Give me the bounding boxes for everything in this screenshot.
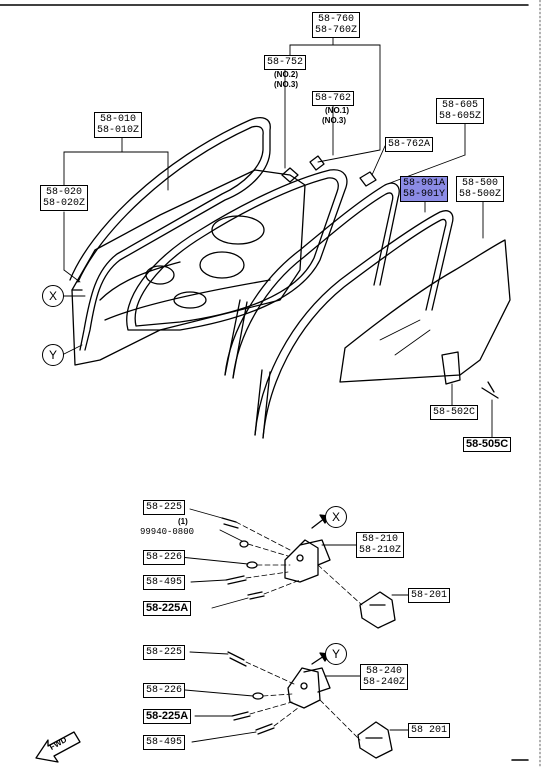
glass-run-channel-leg [224, 299, 248, 379]
label-58-201-upper: 58-201 [408, 588, 451, 603]
upper-bolt-58-225 [221, 517, 239, 529]
label-58-225A-upper: 58-225A [143, 601, 192, 616]
label-58-762A: 58-762A [385, 137, 434, 152]
dash-lower-1 [245, 661, 295, 685]
label-58-226-upper: 58-226 [143, 550, 186, 565]
dash-upper-6 [263, 579, 301, 595]
callout-x-hinge: X [325, 506, 347, 528]
lower-bolt-58-495 [255, 723, 275, 735]
leader-58-226-l [184, 689, 254, 697]
door-frame-seal [126, 169, 348, 331]
leader-58-225-u [189, 508, 223, 519]
dash-upper-2 [247, 543, 289, 557]
glass-bracket [441, 351, 461, 385]
clip-58-762 [309, 155, 325, 171]
leader-58-762A [371, 145, 386, 176]
label-58-201-lower: 58 201 [408, 723, 451, 738]
door-weatherstrip-inner [77, 125, 264, 351]
leader-58-760-tip [317, 149, 381, 163]
upper-hinge [284, 539, 319, 583]
label-58-225-upper: 58-225 [143, 500, 186, 515]
leader-58-495-l [191, 731, 257, 743]
upper-nut-99940 [239, 540, 249, 548]
door-panel-hole-4 [173, 291, 207, 309]
leader-58-225-l [189, 651, 229, 655]
label-58-225-lower: 58-225 [143, 645, 186, 660]
callout-y-top: Y [42, 344, 64, 366]
clip-58-752 [281, 167, 299, 183]
door-panel-hole-2 [199, 251, 245, 279]
dash-lower-3 [249, 701, 293, 715]
note-no3-a: (NO.3) [274, 80, 298, 89]
note-no1-b: (NO.1) [325, 106, 349, 115]
glass-bolt [481, 381, 499, 399]
door-panel-hole-1 [211, 215, 265, 245]
outer-molding [254, 210, 454, 436]
note-no2-a: (NO.2) [274, 70, 298, 79]
lower-bolt-58-225A [231, 711, 251, 721]
upper-washer-58-226 [246, 561, 258, 569]
upper-check-plate [359, 591, 396, 629]
callout-y-hinge: Y [325, 643, 347, 665]
upper-hinge-pin [296, 554, 304, 562]
glass-run-channel-inner [232, 192, 394, 379]
door-glass [339, 239, 511, 383]
dash-lower-5 [319, 699, 361, 741]
dash-upper-1 [235, 521, 291, 551]
label-58-505C: 58-505C [463, 437, 512, 452]
note-no3-b: (NO.3) [322, 116, 346, 125]
label-58-762: 58-762 [312, 91, 355, 106]
lower-hinge-arm [303, 667, 331, 693]
glass-run-channel [224, 182, 400, 376]
fwd-arrow-icon [35, 731, 81, 763]
outer-molding-leg [254, 369, 271, 439]
door-glass-reflection [379, 319, 431, 356]
dash-lower-4 [273, 707, 299, 727]
door-panel [71, 169, 306, 366]
upper-bolt-58-495 [225, 575, 247, 585]
dash-upper-5 [317, 564, 363, 606]
leader-58-225A-u [211, 597, 249, 609]
label-99940-0800: 99940-0800 [140, 527, 195, 537]
lower-hinge-pin [300, 682, 308, 690]
leader-99940 [219, 529, 243, 542]
upper-hinge-arm [299, 539, 331, 566]
leader-Y [61, 344, 83, 356]
lower-bolt-58-225 [227, 651, 247, 667]
door-panel-ribs [99, 261, 271, 321]
door-frame-seal-inner [134, 177, 339, 327]
callout-x-top: X [42, 285, 64, 307]
note-qty1: (1) [178, 517, 188, 526]
dash-upper-4 [245, 571, 289, 579]
label-58-495-upper: 58-495 [143, 575, 186, 590]
door-weatherstrip [69, 117, 271, 351]
lower-hinge [287, 667, 321, 709]
label-58-225A-lower: 58-225A [143, 709, 192, 724]
label-58-502C: 58-502C [430, 405, 479, 420]
outer-molding-inner [262, 218, 447, 439]
label-58-495-lower: 58-495 [143, 735, 186, 750]
clip-58-762A [359, 171, 377, 187]
leader-58-495-u [190, 579, 227, 583]
lower-check-plate [357, 721, 393, 759]
upper-bolt-58-225A [247, 591, 265, 600]
label-58-226-lower: 58-226 [143, 683, 186, 698]
leader-58-226-u [179, 556, 249, 565]
leader-58-020-tip [63, 269, 81, 283]
dash-lower-2 [262, 693, 293, 697]
label-58-752: 58-752 [264, 55, 307, 70]
lower-washer-58-226 [252, 692, 264, 700]
